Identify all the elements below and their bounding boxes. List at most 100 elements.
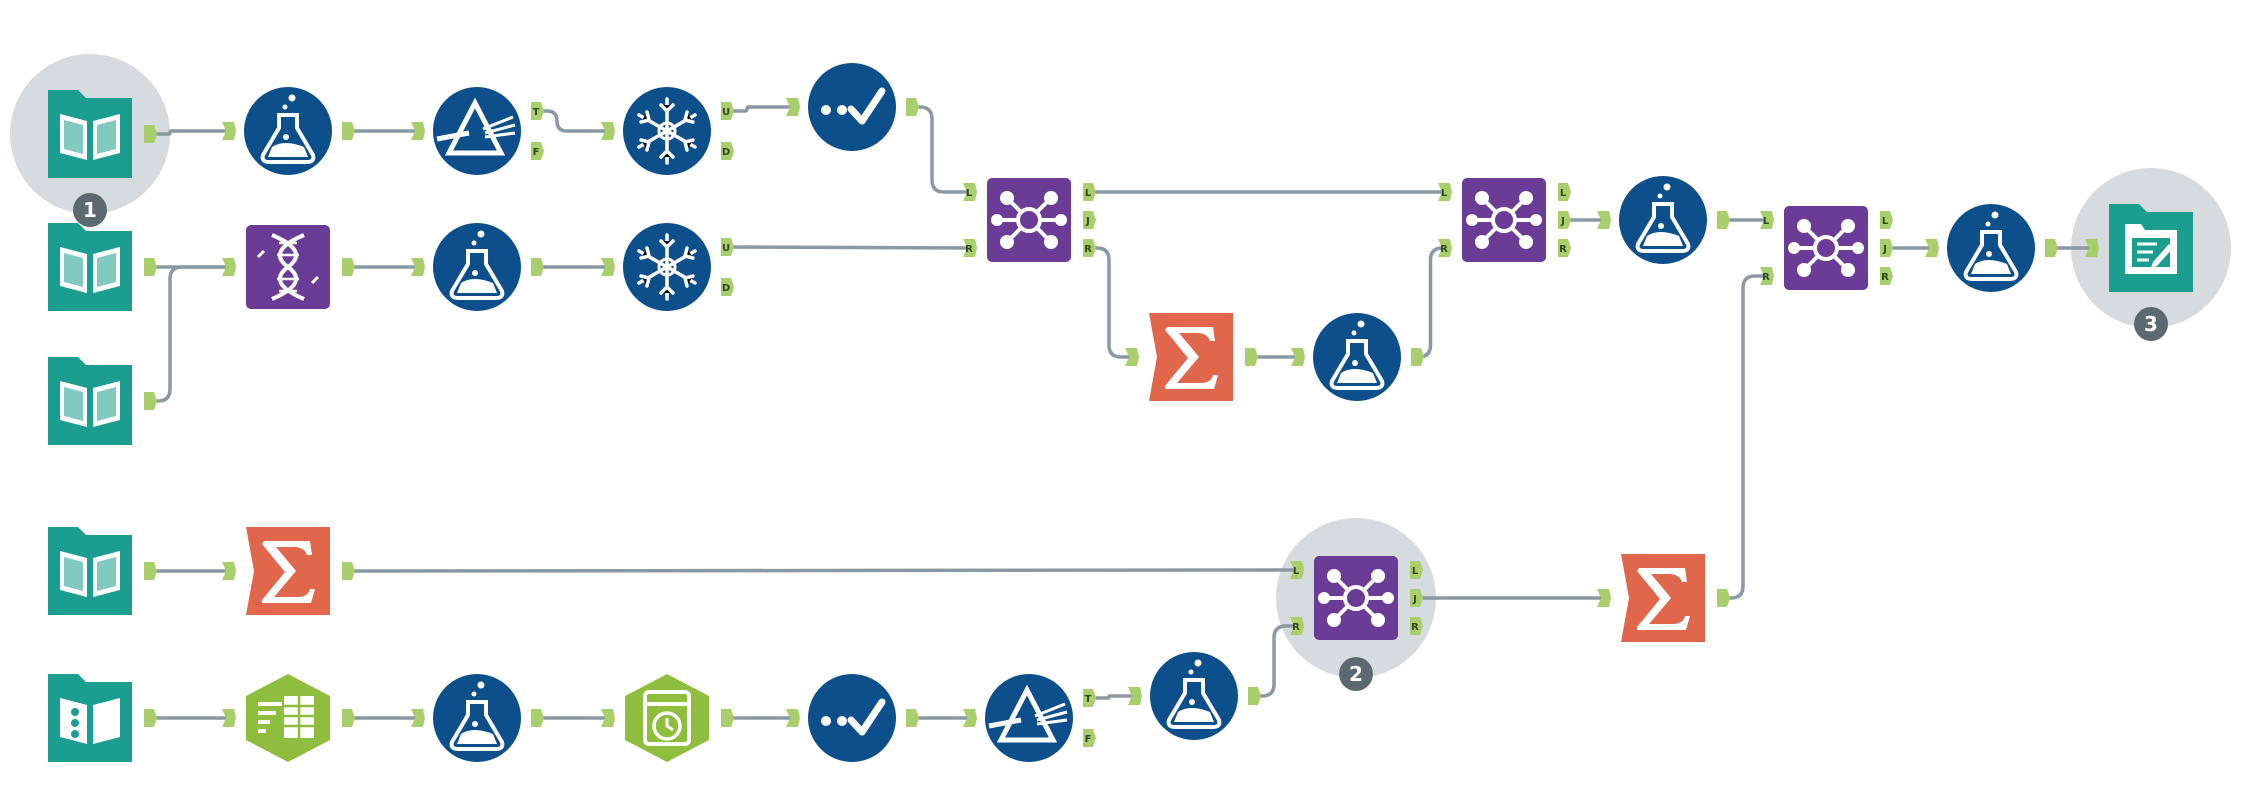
join-tool[interactable] xyxy=(1462,178,1546,262)
join-tool[interactable] xyxy=(987,178,1071,262)
output-anchor[interactable]: R xyxy=(1083,239,1096,257)
output-anchor[interactable]: R xyxy=(1558,239,1571,257)
output-data-tool[interactable] xyxy=(2109,204,2193,292)
input-anchor[interactable] xyxy=(222,122,236,140)
input-anchor[interactable]: R xyxy=(1438,239,1452,257)
input-data-tool[interactable] xyxy=(48,223,132,311)
output-anchor[interactable]: T xyxy=(1083,689,1096,707)
output-anchor[interactable]: J xyxy=(1558,211,1571,229)
output-anchor[interactable] xyxy=(342,562,355,580)
formula-tool[interactable] xyxy=(1150,652,1238,740)
output-anchor[interactable] xyxy=(531,258,544,276)
input-anchor[interactable]: L xyxy=(1438,183,1452,201)
input-anchor[interactable] xyxy=(1125,348,1139,366)
output-anchor[interactable] xyxy=(906,98,919,116)
output-anchor[interactable] xyxy=(906,709,919,727)
connection-line-7[interactable] xyxy=(152,265,226,403)
input-anchor[interactable] xyxy=(786,709,800,727)
output-anchor[interactable]: T xyxy=(531,102,544,120)
output-anchor[interactable] xyxy=(531,709,544,727)
filter-tool[interactable] xyxy=(985,674,1073,762)
formula-tool[interactable] xyxy=(433,223,521,311)
filter-tool[interactable] xyxy=(433,87,521,175)
output-anchor[interactable]: R xyxy=(1880,267,1893,285)
input-data-tool[interactable] xyxy=(48,527,132,615)
output-anchor[interactable]: J xyxy=(1880,239,1893,257)
input-anchor[interactable] xyxy=(601,122,615,140)
directory-input-tool[interactable] xyxy=(48,674,132,762)
summarize-tool[interactable] xyxy=(1149,313,1233,401)
output-anchor[interactable]: U xyxy=(721,102,734,120)
input-anchor[interactable]: R xyxy=(963,239,977,257)
input-anchor[interactable] xyxy=(411,122,425,140)
connection-line-26[interactable] xyxy=(1091,694,1132,700)
input-anchor[interactable] xyxy=(1291,348,1305,366)
output-anchor[interactable] xyxy=(2045,239,2058,257)
formula-tool[interactable] xyxy=(1619,176,1707,264)
input-anchor[interactable]: L xyxy=(1760,211,1774,229)
unique-tool[interactable] xyxy=(623,87,711,175)
output-anchor[interactable] xyxy=(1248,687,1261,705)
output-anchor[interactable] xyxy=(1717,211,1730,229)
output-anchor[interactable] xyxy=(1245,348,1258,366)
join-tool[interactable] xyxy=(1314,556,1398,640)
output-anchor[interactable]: L xyxy=(1558,183,1571,201)
summarize-tool[interactable] xyxy=(246,527,330,615)
connection-line-14[interactable] xyxy=(1418,246,1443,359)
input-anchor[interactable] xyxy=(601,258,615,276)
output-anchor[interactable] xyxy=(1717,589,1730,607)
input-anchor[interactable]: R xyxy=(1290,617,1304,635)
select-tool[interactable] xyxy=(808,674,896,762)
output-anchor[interactable]: L xyxy=(1083,183,1096,201)
formula-tool[interactable] xyxy=(244,87,332,175)
input-anchor[interactable] xyxy=(1128,687,1142,705)
connection-line-27[interactable] xyxy=(1256,624,1294,698)
output-anchor[interactable]: F xyxy=(531,142,544,160)
output-anchor[interactable]: L xyxy=(1880,211,1893,229)
connection-line-20[interactable] xyxy=(349,568,1295,573)
output-anchor[interactable] xyxy=(144,125,157,143)
input-anchor[interactable]: L xyxy=(963,183,977,201)
formula-tool[interactable] xyxy=(1947,204,2035,292)
connection-line-3[interactable] xyxy=(539,109,605,133)
output-anchor[interactable] xyxy=(342,709,355,727)
output-anchor[interactable]: R xyxy=(1410,617,1423,635)
output-anchor[interactable] xyxy=(342,258,355,276)
output-anchor[interactable]: F xyxy=(1083,729,1096,747)
input-data-tool[interactable] xyxy=(48,90,132,178)
formula-tool[interactable] xyxy=(433,674,521,762)
summarize-tool[interactable] xyxy=(1621,554,1705,642)
input-anchor[interactable] xyxy=(411,258,425,276)
output-anchor[interactable] xyxy=(144,258,157,276)
input-anchor[interactable] xyxy=(601,709,615,727)
input-anchor[interactable] xyxy=(786,98,800,116)
output-anchor[interactable] xyxy=(342,122,355,140)
input-anchor[interactable] xyxy=(411,709,425,727)
input-data-tool[interactable] xyxy=(48,357,132,445)
input-anchor[interactable] xyxy=(222,709,236,727)
output-anchor[interactable]: D xyxy=(721,142,734,160)
output-anchor[interactable] xyxy=(144,392,157,410)
input-anchor[interactable]: R xyxy=(1760,267,1774,285)
input-anchor[interactable] xyxy=(1925,239,1939,257)
input-anchor[interactable]: L xyxy=(1290,561,1304,579)
select-tool[interactable] xyxy=(808,63,896,151)
input-anchor[interactable] xyxy=(1597,211,1611,229)
connection-line-4[interactable] xyxy=(729,105,790,113)
text-to-columns-tool[interactable] xyxy=(246,674,330,762)
connection-line-29[interactable] xyxy=(1725,274,1764,600)
output-anchor[interactable]: J xyxy=(1410,589,1423,607)
connection-line-12[interactable] xyxy=(1091,246,1129,359)
unique-tool[interactable] xyxy=(623,223,711,311)
dna-record-id-tool[interactable] xyxy=(246,225,330,309)
input-anchor[interactable] xyxy=(222,562,236,580)
output-anchor[interactable] xyxy=(1411,348,1424,366)
output-anchor[interactable] xyxy=(721,709,734,727)
output-anchor[interactable]: J xyxy=(1083,211,1096,229)
datetime-tool[interactable] xyxy=(625,674,709,762)
output-anchor[interactable]: L xyxy=(1410,561,1423,579)
join-tool[interactable] xyxy=(1784,206,1868,290)
input-anchor[interactable] xyxy=(1597,589,1611,607)
connection-line-10[interactable] xyxy=(728,245,968,250)
